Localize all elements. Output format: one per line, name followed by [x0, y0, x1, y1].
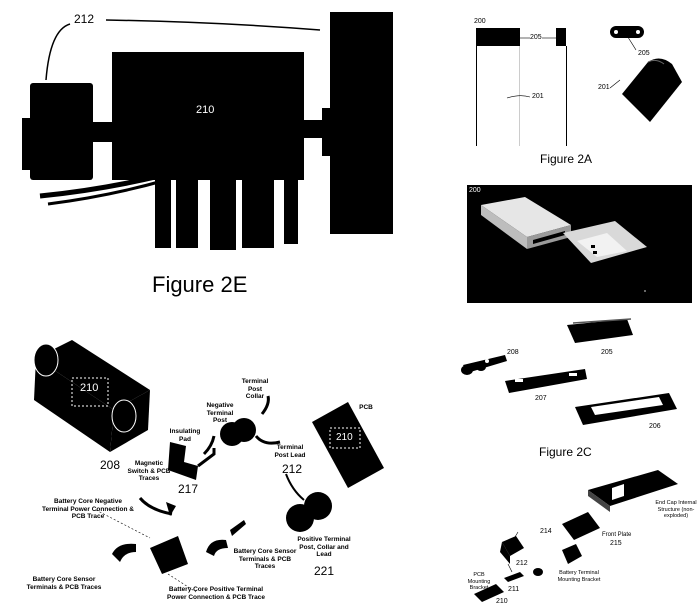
fig2c-caption: Figure 2C: [539, 445, 592, 459]
fig2c-ref-208: 208: [507, 349, 519, 356]
fig2a-caption: Figure 2A: [540, 152, 592, 166]
fig2e-right-cap-flange: [322, 108, 332, 156]
label-sensor-terminals-right: Battery Core Sensor Terminals & PCB Trac…: [232, 548, 298, 571]
fig2d-ref-212: 212: [516, 560, 528, 567]
fig2c-ref-207: 207: [535, 395, 547, 402]
label-insulating-pad: Insulating Pad: [168, 428, 202, 443]
label-positive-terminal-post: Positive Terminal Post, Collar and Lead: [296, 536, 352, 559]
fig2d-ref-211: 211: [508, 586, 519, 593]
fig2c-ref-206: 206: [649, 423, 661, 430]
exploded-view: 210 208 Terminal Post Collar Negative Te…: [0, 330, 460, 613]
fig2d-parts: [460, 468, 700, 613]
fig2a-ref-201-right: 201: [598, 84, 610, 91]
figure-2d: 214 Front Plate 215 End Cap Internal Str…: [460, 468, 700, 613]
fig2c-ref-205: 205: [601, 349, 613, 356]
fig2d-ref-210: 210: [496, 598, 508, 605]
figure-2e: 212 210 Figure 2E: [0, 0, 420, 310]
exploded-ref-210-core: 210: [80, 382, 98, 394]
exploded-ref-208: 208: [100, 458, 120, 472]
figure-2b-render: 200: [467, 185, 692, 303]
label-pcb: PCB: [356, 404, 376, 412]
label-magnetic-switch: Magnetic Switch & PCB Traces: [124, 460, 174, 483]
fig2d-label-front-plate: Front Plate: [602, 532, 642, 540]
label-negative-terminal-post: Negative Terminal Post: [200, 402, 240, 425]
label-terminal-post-lead: Terminal Post Lead: [270, 444, 310, 459]
fig2e-right-cap: [330, 12, 393, 234]
fig2d-label-battery-terminal-bracket: Battery Terminal Mounting Bracket: [556, 570, 602, 583]
label-pos-power-connection: Battery Core Positive Terminal Power Con…: [166, 586, 266, 601]
fig2a-folded-pad: [462, 10, 692, 175]
fig2d-label-pcb-mounting-bracket: PCB Mounting Bracket: [462, 572, 496, 592]
figure-2c: 208 205 207 206 Figure 2C: [455, 315, 700, 465]
label-sensor-terminals-left: Battery Core Sensor Terminals & PCB Trac…: [26, 576, 102, 591]
exploded-ref-221: 221: [314, 564, 334, 578]
fig2b-battery-shape: [467, 185, 692, 303]
exploded-ref-212: 212: [282, 462, 302, 476]
figure-2a: 200 205 201 205 201 Figure 2A: [462, 10, 692, 175]
label-neg-power-connection: Battery Core Negative Terminal Power Con…: [40, 498, 136, 521]
fig2c-parts: [455, 315, 700, 465]
exploded-ref-210-pcb: 210: [336, 432, 353, 443]
fig2d-ref-215: 215: [610, 540, 622, 547]
exploded-shapes: [0, 330, 460, 613]
fig2d-label-end-cap: End Cap Internal Structure (non-exploded…: [654, 500, 698, 520]
fig2e-caption: Figure 2E: [152, 272, 247, 298]
fig2d-ref-214: 214: [540, 528, 552, 535]
exploded-ref-217: 217: [178, 482, 198, 496]
label-terminal-post-collar: Terminal Post Collar: [240, 378, 270, 401]
